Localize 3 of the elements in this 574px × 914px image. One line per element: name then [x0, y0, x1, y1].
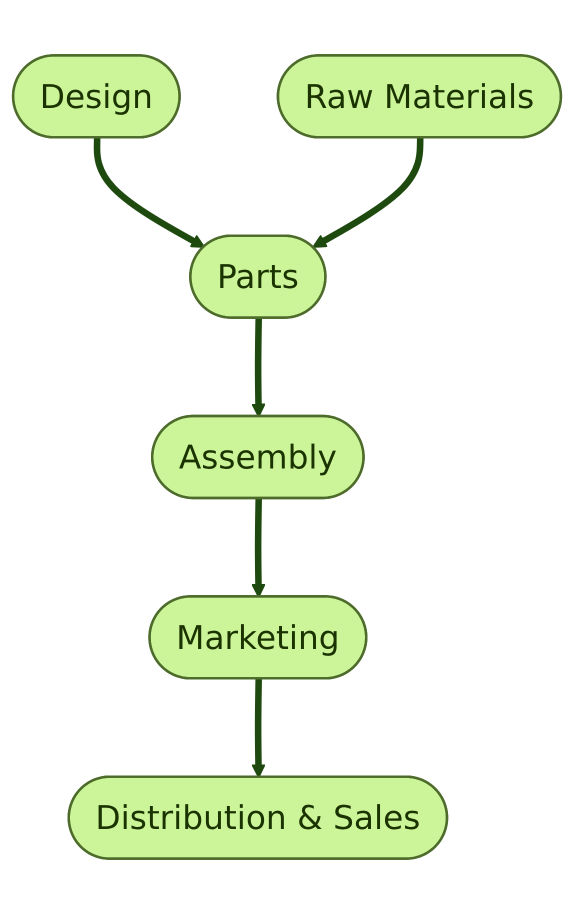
arrow: [251, 318, 266, 418]
arrow: [312, 138, 424, 248]
arrow: [94, 138, 206, 248]
